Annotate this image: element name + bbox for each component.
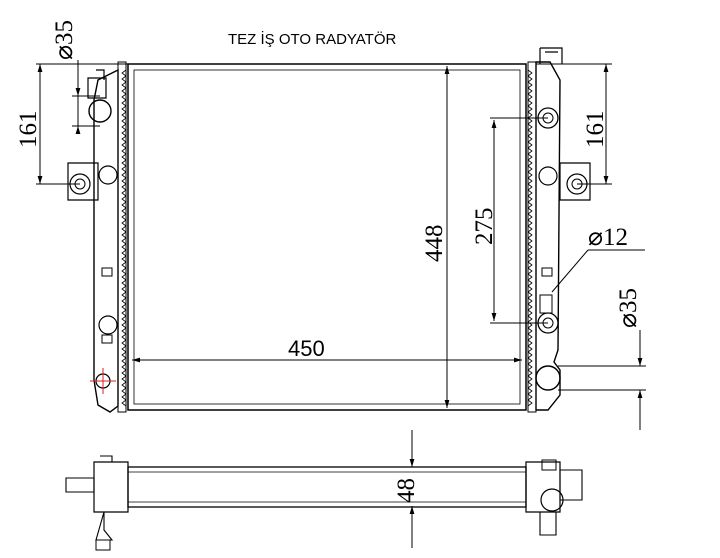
front-view xyxy=(67,47,591,413)
dim-left-height: 161 xyxy=(15,111,42,149)
drawing-title: TEZ İŞ OTO RADYATÖR xyxy=(228,30,397,48)
dim-left-diameter: ⌀35 xyxy=(51,20,78,60)
bottom-view-outlet xyxy=(540,488,564,512)
bottom-view xyxy=(65,455,583,551)
dim-right-diameter: ⌀35 xyxy=(615,288,642,328)
dim-width: 450 xyxy=(288,336,325,361)
right-tank xyxy=(535,61,561,411)
right-outlet-pipe xyxy=(535,365,561,391)
left-inlet-pipe xyxy=(88,99,112,123)
dimension-lines xyxy=(36,60,646,548)
dim-right-small-diameter: ⌀12 xyxy=(588,224,628,251)
dim-right-height: 161 xyxy=(582,111,609,149)
dim-core-thickness: 48 xyxy=(393,478,420,503)
dim-total-height: 448 xyxy=(421,225,448,263)
dim-mount-spacing: 275 xyxy=(471,208,498,246)
radiator-core xyxy=(127,63,527,411)
